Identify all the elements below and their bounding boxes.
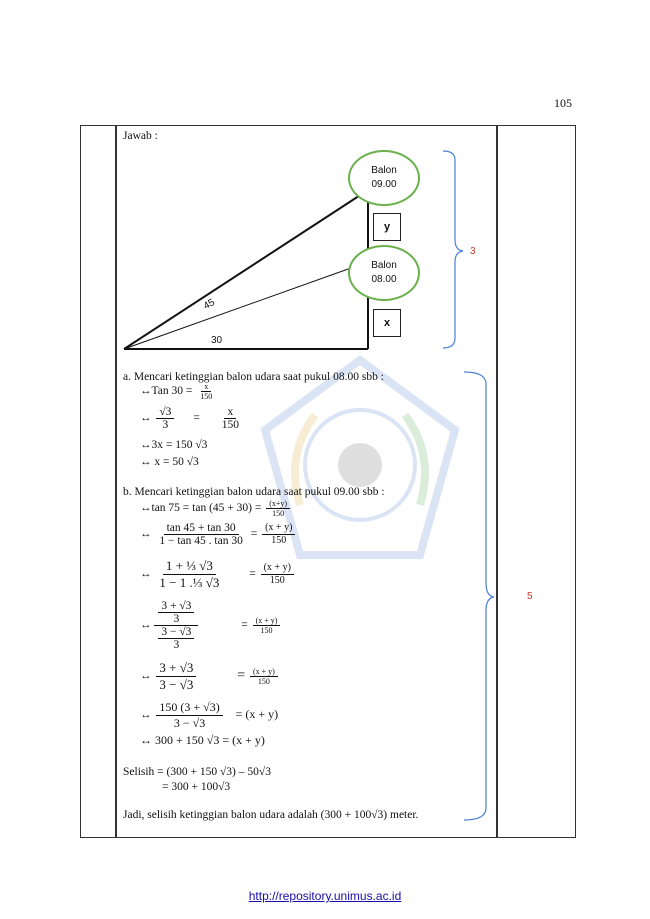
part-b-line-1: ↔tan 75 = tan (45 + 30) = (x+y)150 bbox=[140, 499, 292, 518]
box-y: y bbox=[373, 213, 401, 241]
part-a-line-2-pre: ↔ bbox=[140, 412, 152, 425]
frac-den: 3 bbox=[173, 639, 180, 651]
frac-den: 150 bbox=[271, 535, 287, 546]
frac-num: (x + y) bbox=[260, 562, 294, 575]
conclusion: Jadi, selisih ketinggian balon udara ada… bbox=[123, 809, 419, 821]
answer-label: Jawab : bbox=[123, 130, 158, 142]
frac-den: 3 − √3 bbox=[173, 716, 206, 730]
balloon-0800-label-1: Balon bbox=[371, 260, 397, 271]
part-b-line-1-frac: (x+y)150 bbox=[266, 499, 291, 518]
frac-den: 150 bbox=[200, 392, 213, 401]
page-number: 105 bbox=[554, 96, 572, 110]
part-a-line-2-eq: = bbox=[193, 412, 200, 425]
balloon-0900-label-1: Balon bbox=[371, 165, 397, 176]
part-b-line-6-rhs: = (x + y) bbox=[235, 707, 279, 722]
frac-den: 3 bbox=[173, 613, 180, 625]
frac-num: (x + y) bbox=[250, 667, 278, 677]
footer: http://repository.unimus.ac.id bbox=[0, 889, 650, 903]
score-3: 3 bbox=[470, 246, 476, 257]
part-b-line-4-rfrac: (x + y)150 bbox=[252, 616, 281, 635]
frac-num: 1 + ⅓ √3 bbox=[162, 558, 216, 575]
part-a-line-4: ↔ x = 50 √3 bbox=[140, 456, 199, 468]
frac-num: 150 (3 + √3) bbox=[156, 700, 223, 716]
frac-den: 1 − tan 45 . tan 30 bbox=[159, 535, 243, 547]
frac-den: 150 bbox=[260, 626, 273, 635]
frac-num: (x+y) bbox=[266, 499, 291, 509]
part-b-line-3-rfrac: (x + y)150 bbox=[260, 562, 294, 587]
frac-den: 150 bbox=[269, 575, 285, 586]
balloon-0800: Balon 08.00 bbox=[348, 245, 420, 301]
selisih-line-1: Selisih = (300 + 150 √3) – 50√3 bbox=[123, 766, 271, 778]
frac-num: x bbox=[224, 406, 237, 419]
part-b-line-2-rfrac: (x + y)150 bbox=[262, 522, 296, 547]
frac-num: 3 − √3 bbox=[158, 626, 195, 639]
frac-den: 150 bbox=[272, 509, 285, 518]
frac-num: √3 bbox=[156, 406, 175, 419]
balloon-0900: Balon 09.00 bbox=[348, 150, 420, 206]
part-a-line-1-pre: ↔Tan 30 = bbox=[140, 385, 193, 398]
part-a-heading: a. Mencari ketinggian balon udara saat p… bbox=[123, 371, 384, 383]
frac-num: tan 45 + tan 30 bbox=[163, 522, 239, 535]
balloon-0800-label-2: 08.00 bbox=[371, 274, 397, 285]
part-b-line-7: ↔ 300 + 150 √3 = (x + y) bbox=[140, 733, 265, 747]
table-content-cell bbox=[115, 125, 498, 838]
balloon-0900-label-2: 09.00 bbox=[371, 179, 397, 190]
box-x: x bbox=[373, 309, 401, 337]
part-b-line-5-rfrac: (x + y)150 bbox=[250, 667, 278, 686]
selisih-line-2: = 300 + 100√3 bbox=[162, 781, 231, 793]
part-b-line-1-pre: ↔tan 75 = tan (45 + 30) = bbox=[140, 502, 262, 515]
frac-num: 3 + √3 bbox=[158, 600, 195, 613]
frac-den: 150 bbox=[221, 419, 239, 431]
part-b-heading: b. Mencari ketinggian balon udara saat p… bbox=[123, 486, 385, 498]
frac-den: 1 − 1 .⅓ √3 bbox=[159, 575, 220, 590]
repository-link[interactable]: http://repository.unimus.ac.id bbox=[248, 889, 402, 903]
triangle-diagram bbox=[123, 150, 464, 350]
frac-den: 3 bbox=[162, 419, 169, 431]
table-score-cell bbox=[496, 125, 576, 838]
university-logo-watermark bbox=[260, 355, 460, 559]
score-bracket bbox=[463, 371, 495, 821]
score-5: 5 bbox=[527, 591, 533, 602]
frac-num: 3 + √3 bbox=[156, 660, 197, 677]
part-b-line-6-frac: 150 (3 + √3)3 − √3 bbox=[156, 700, 223, 731]
base-label: 30 bbox=[211, 335, 223, 346]
part-b-line-6: ↔ 150 (3 + √3)3 − √3 = (x + y) bbox=[140, 700, 279, 731]
frac-num: x bbox=[201, 382, 212, 392]
table-left-cell bbox=[80, 125, 117, 838]
part-a-line-3: ↔3x = 150 √3 bbox=[140, 439, 208, 451]
frac-num: (x + y) bbox=[252, 616, 281, 626]
frac-den: 3 − √3 bbox=[159, 677, 194, 692]
frac-num: (x + y) bbox=[262, 522, 296, 535]
frac-den: 150 bbox=[257, 677, 270, 686]
